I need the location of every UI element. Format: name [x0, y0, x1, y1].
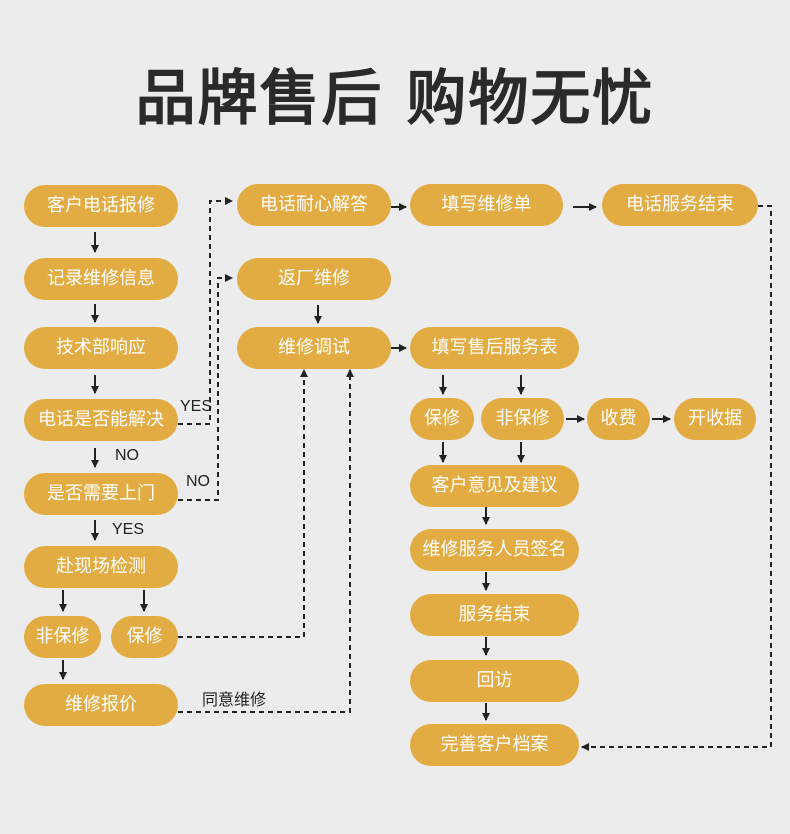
- node-complete-archive: 完善客户档案: [410, 724, 579, 766]
- node-phone-service-end: 电话服务结束: [602, 184, 758, 226]
- node-non-warranty-right: 非保修: [481, 398, 564, 440]
- node-repair-debug: 维修调试: [237, 327, 391, 369]
- node-warranty-left: 保修: [111, 616, 178, 658]
- node-non-warranty-left: 非保修: [24, 616, 101, 658]
- node-return-factory: 返厂维修: [237, 258, 391, 300]
- label-no-phone: NO: [115, 447, 139, 464]
- node-staff-signature: 维修服务人员签名: [410, 529, 579, 571]
- node-phone-answer: 电话耐心解答: [237, 184, 391, 226]
- node-need-onsite: 是否需要上门: [24, 473, 178, 515]
- label-yes-onsite: YES: [112, 521, 145, 538]
- node-tech-response: 技术部响应: [24, 327, 178, 369]
- node-receipt: 开收据: [674, 398, 756, 440]
- node-revisit: 回访: [410, 660, 579, 702]
- dashed-warranty-to-debug: [178, 369, 308, 638]
- dashed-end-to-archive: [581, 205, 772, 751]
- node-onsite-check: 赴现场检测: [24, 546, 178, 588]
- dashed-quote-to-debug: [178, 369, 354, 713]
- dashed-no-to-return: [178, 274, 233, 501]
- node-customer-feedback: 客户意见及建议: [410, 465, 579, 507]
- node-charge: 收费: [587, 398, 650, 440]
- node-fill-service-form: 填写售后服务表: [410, 327, 579, 369]
- label-no-onsite: NO: [186, 473, 210, 490]
- node-phone-resolve: 电话是否能解决: [24, 399, 178, 441]
- dashed-yes-to-answer: [178, 197, 233, 425]
- label-agree-repair: 同意维修: [202, 690, 267, 709]
- label-yes-phone: YES: [180, 398, 213, 415]
- node-record-info: 记录维修信息: [24, 258, 178, 300]
- node-service-end: 服务结束: [410, 594, 579, 636]
- node-fill-repair-form: 填写维修单: [410, 184, 563, 226]
- page-title: 品牌售后 购物无忧: [135, 64, 655, 134]
- node-warranty-right: 保修: [410, 398, 474, 440]
- node-customer-call: 客户电话报修: [24, 185, 178, 227]
- node-repair-quote: 维修报价: [24, 684, 178, 726]
